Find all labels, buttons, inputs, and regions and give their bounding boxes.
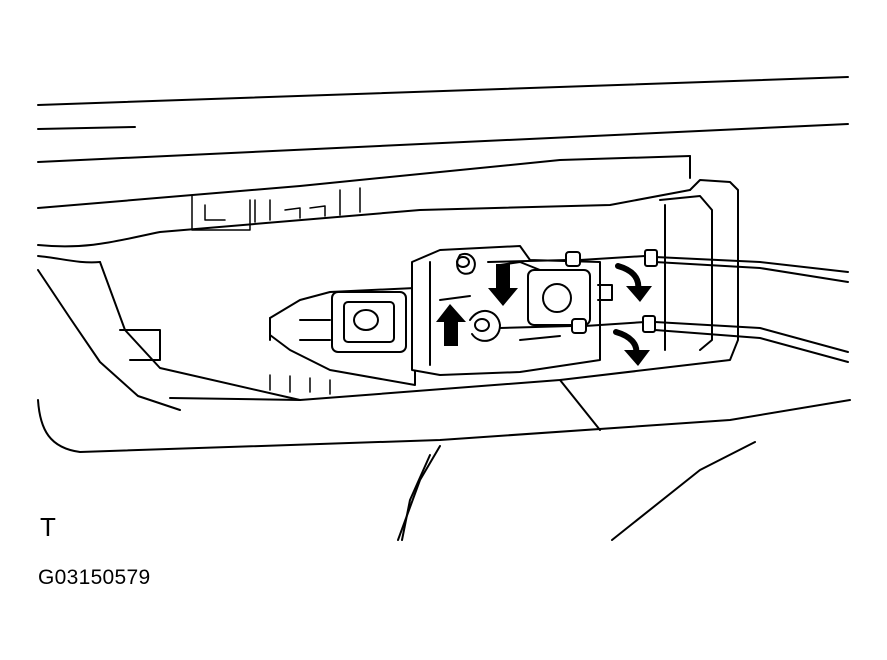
curved-arrow-icon-upper [615,263,652,302]
panel-clip-details [191,187,361,395]
door-panel-top-lines [37,76,849,209]
figure-code: G03150579 [38,566,151,589]
lock-knob-housing [527,269,613,326]
up-arrow-icon [436,304,466,346]
lower-trim-lines [397,379,756,541]
view-label: T [40,512,56,542]
down-arrow-icon [488,264,518,306]
handle-boss [331,291,407,353]
control-cables [487,249,849,363]
curved-arrow-icon-lower [613,329,650,366]
trim-opening-outline [37,179,851,453]
